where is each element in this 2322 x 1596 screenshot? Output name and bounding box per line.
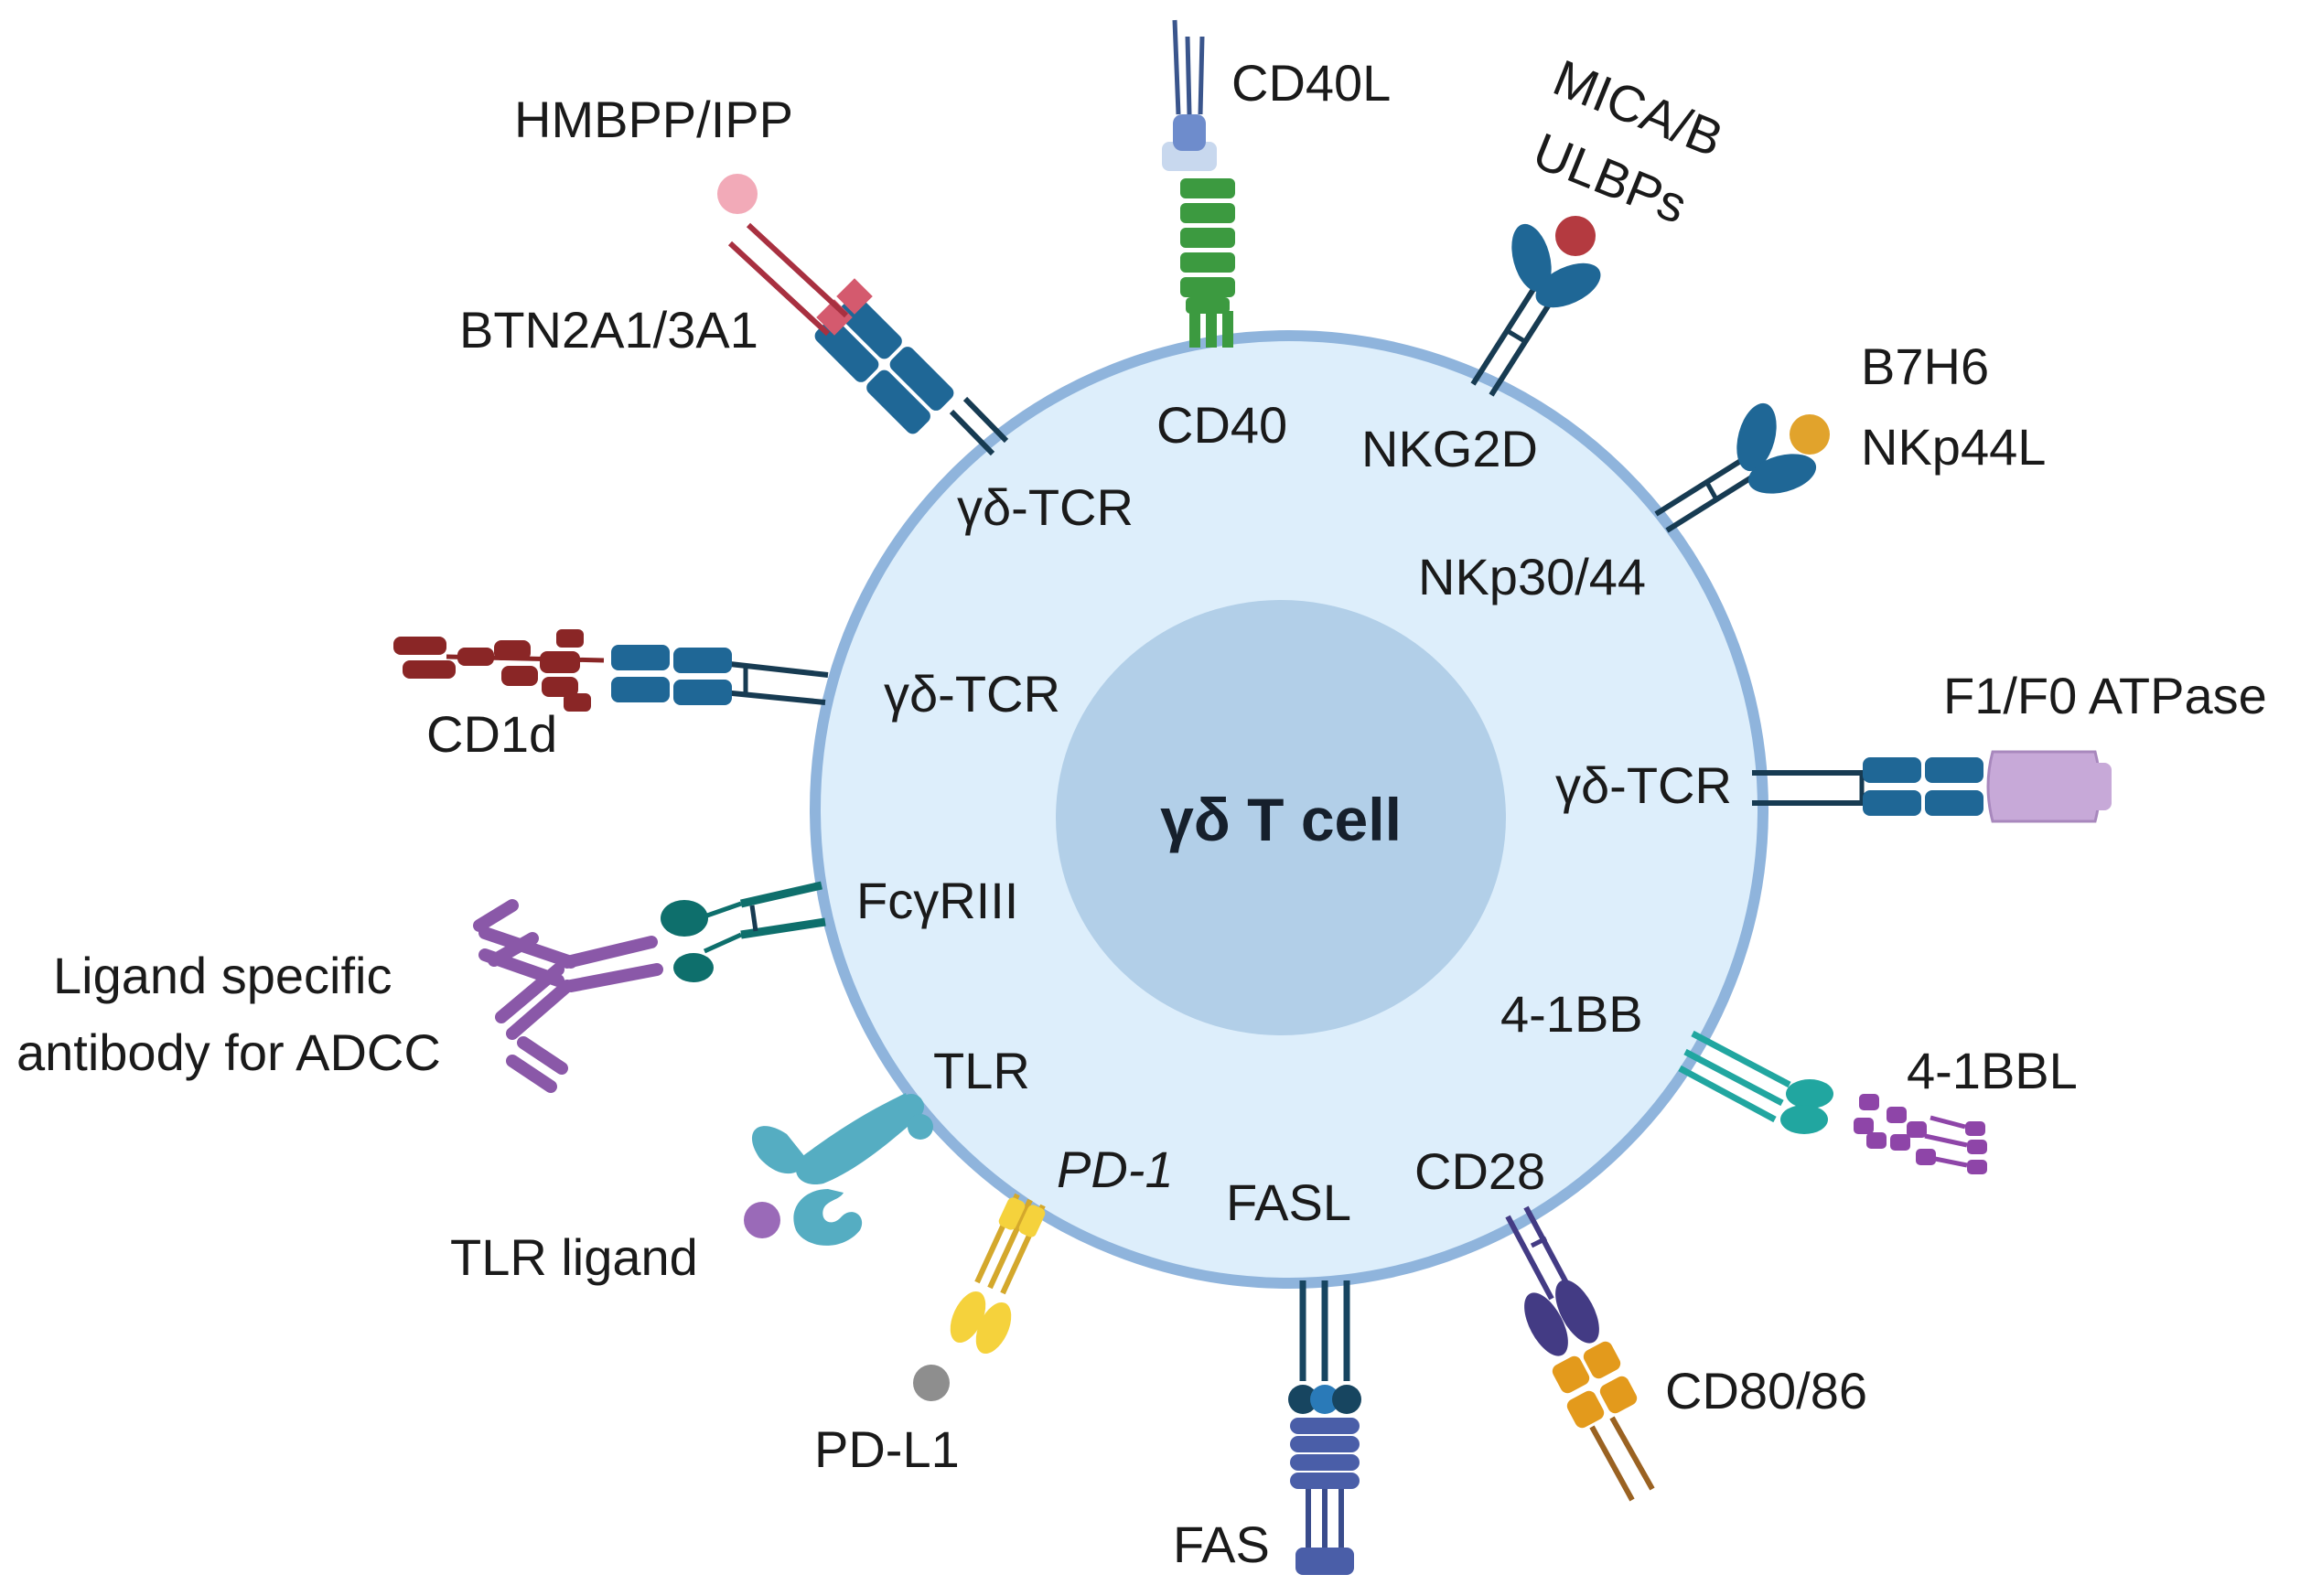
gd-tcr-cd1d-complex: [393, 629, 829, 712]
nkp30-receptor: [1736, 402, 1777, 472]
label-pdl1: PD-L1: [814, 1420, 960, 1478]
cd40l-ligand: [1162, 19, 1217, 171]
gd-tcr-atpase-complex: [1752, 750, 2112, 823]
label-nkg2d: NKG2D: [1361, 420, 1538, 477]
4-1bb-receptor: [1786, 1079, 1833, 1109]
label-cd1d: CD1d: [426, 705, 557, 763]
cd80-ligand: [1552, 1341, 1655, 1502]
tlr-complex: [744, 1093, 933, 1246]
cell: γδ T cell: [810, 330, 1768, 1289]
label-gd-tcr-left: γδ-TCR: [884, 665, 1060, 723]
tlr-ligand-ball: [744, 1202, 780, 1238]
pd1-receptor: [950, 1197, 1046, 1355]
label-b7h6: B7H6: [1861, 337, 1989, 395]
label-4-1bb: 4-1BB: [1500, 985, 1643, 1043]
label-cd28: CD28: [1414, 1142, 1545, 1200]
label-tlr: TLR: [933, 1042, 1030, 1099]
4-1bb-complex: [1678, 1030, 1987, 1174]
cd40-cd40l-complex: [1162, 19, 1235, 348]
label-fas: FAS: [1173, 1516, 1270, 1573]
pd1-pdl1-complex: [913, 1193, 1046, 1401]
cd28-cd80-complex: [1505, 1205, 1655, 1502]
label-tlr-ligand: TLR ligand: [450, 1228, 698, 1286]
label-nkp30-44: NKp30/44: [1418, 548, 1646, 605]
cd40-receptor: [1180, 178, 1235, 348]
mica-ball: [1555, 216, 1596, 256]
b7h6-ball: [1790, 414, 1830, 455]
fasl-fas-complex: [1288, 1280, 1361, 1575]
gd-tcr-btn-complex: [717, 174, 1009, 456]
cd1d-ligand: [393, 629, 605, 712]
nucleus: [1056, 600, 1506, 1035]
fasl-trimer: [1288, 1385, 1317, 1414]
label-fasl: FASL: [1226, 1173, 1351, 1231]
label-nkp44l: NKp44L: [1861, 418, 2046, 476]
label-pd1: PD-1: [1057, 1141, 1174, 1198]
fcgr3-antibody-complex: [473, 881, 826, 1093]
label-cd40: CD40: [1156, 396, 1287, 454]
label-fcgr3: FcγRIII: [856, 872, 1018, 929]
fas-ligand: [1290, 1418, 1360, 1575]
nkg2d-mica-complex: [1470, 216, 1601, 397]
label-gd-tcr-top: γδ-TCR: [957, 478, 1134, 536]
tlr-receptor: [796, 1093, 915, 1185]
label-hmbpp: HMBPP/IPP: [514, 91, 793, 148]
antibody: [473, 899, 663, 1093]
btn-pink-block: [836, 278, 873, 315]
label-gd-tcr-right: γδ-TCR: [1555, 756, 1732, 814]
gd-tcr-right-receptor: [1863, 757, 1983, 816]
pdl1-ball: [913, 1365, 950, 1401]
label-cd40l: CD40L: [1231, 54, 1391, 112]
4-1bbl-ligand: [1854, 1094, 1987, 1174]
f1f0-atpase: [1986, 750, 2102, 823]
cell-title: γδ T cell: [1160, 786, 1402, 853]
label-btn: BTN2A1/3A1: [459, 301, 758, 359]
nkp30-b7h6-complex: [1654, 402, 1830, 533]
nkg2d-receptor: [1511, 223, 1552, 293]
gd-tcr-left-receptor: [611, 645, 732, 705]
btn-stalk: [746, 222, 849, 318]
label-f1f0: F1/F0 ATPase: [1943, 667, 2267, 724]
label-cd80-86: CD80/86: [1665, 1362, 1867, 1419]
label-adcc-line2: antibody for ADCC: [16, 1023, 441, 1081]
cd28-receptor: [1524, 1292, 1568, 1356]
label-adcc-line1: Ligand specific: [53, 947, 392, 1004]
fcgr3-receptor: [661, 900, 708, 937]
label-4-1bbl: 4-1BBL: [1907, 1042, 2078, 1099]
hmbpp-ball: [717, 174, 758, 214]
